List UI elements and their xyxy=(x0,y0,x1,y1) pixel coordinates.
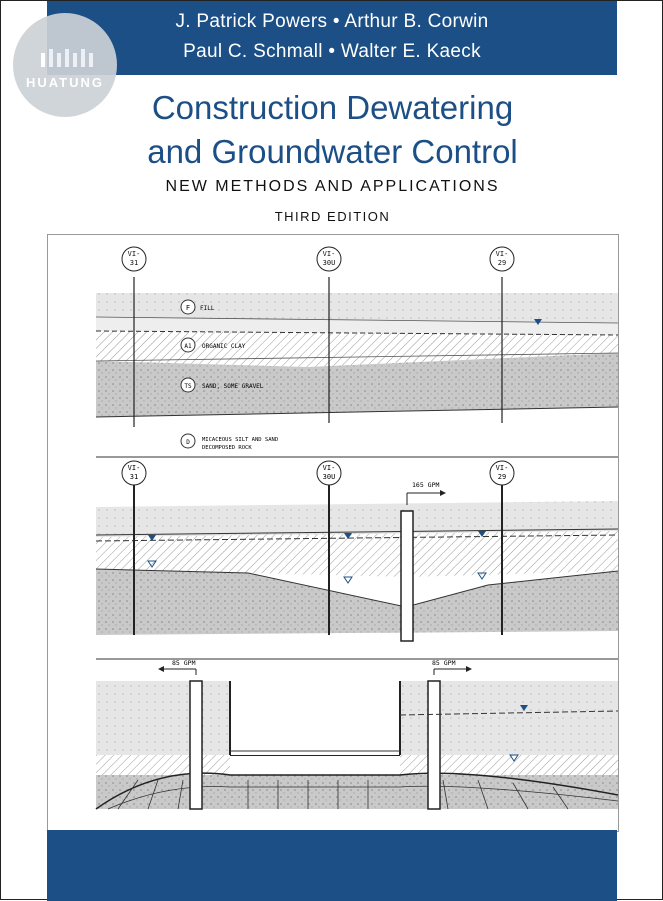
water-level-icon xyxy=(148,535,156,541)
well-marker-vi30u: VI- 30U xyxy=(316,246,342,272)
svg-text:VI-: VI- xyxy=(128,464,141,472)
watermark-logo: HUATUNG xyxy=(13,13,117,117)
layer-label-fill: FILL xyxy=(200,305,215,312)
title-line-2: and Groundwater Control xyxy=(147,133,518,170)
cover-illustration: VI- 31 VI- 30U VI- 29 F FILL xyxy=(47,234,619,832)
svg-text:30U: 30U xyxy=(323,473,336,481)
water-level-icon xyxy=(520,705,528,711)
pump-rate-left: 85 GPM xyxy=(172,659,196,667)
layer-label-clay: ORGANIC CLAY xyxy=(202,343,246,350)
layer-label-sand: SAND, SOME GRAVEL xyxy=(202,383,264,390)
edition: THIRD EDITION xyxy=(274,209,391,224)
svg-text:VI-: VI- xyxy=(496,250,509,258)
drawdown-level-icon xyxy=(147,560,157,568)
layer-tag-fill: F xyxy=(186,304,190,312)
pumping-well xyxy=(400,510,414,642)
well-marker-vi29: VI- 29 xyxy=(489,246,515,272)
svg-text:VI-: VI- xyxy=(323,250,336,258)
section-soil-profile: VI- 31 VI- 30U VI- 29 F FILL xyxy=(95,246,619,451)
pump-rate-right: 85 GPM xyxy=(432,659,456,667)
authors-line-2: Paul C. Schmall • Walter E. Kaeck xyxy=(183,41,481,62)
bottom-band xyxy=(47,830,617,901)
svg-text:VI-: VI- xyxy=(496,464,509,472)
well-label-vi31: VI- xyxy=(128,250,141,258)
svg-text:31: 31 xyxy=(130,259,138,267)
layer-label-rock-1: MICACEOUS SILT AND SAND xyxy=(202,437,278,443)
svg-text:29: 29 xyxy=(498,259,506,267)
layer-tag-rock: D xyxy=(186,439,190,446)
water-level-icon xyxy=(534,319,542,325)
svg-text:29: 29 xyxy=(498,473,506,481)
pumping-well-right xyxy=(427,680,441,810)
pump-rate-label: 165 GPM xyxy=(412,481,439,489)
svg-text:VI-: VI- xyxy=(323,464,336,472)
layer-tag-clay: A1 xyxy=(184,343,192,350)
title-line-1: Construction Dewatering xyxy=(151,89,514,126)
section-drawdown: 165 GPM VI- 31 VI- 30U VI- 29 xyxy=(95,460,619,642)
subtitle: NEW METHODS AND APPLICATIONS xyxy=(165,178,500,195)
pumping-well-left xyxy=(189,680,203,810)
well-marker-vi31: VI- 31 xyxy=(121,246,147,272)
layer-label-rock-2: DECOMPOSED ROCK xyxy=(202,445,252,451)
svg-text:31: 31 xyxy=(130,473,138,481)
layer-tag-sand: TS xyxy=(184,383,192,390)
author-band: J. Patrick Powers • Arthur B. Corwin Pau… xyxy=(47,1,617,75)
logo-bars-icon xyxy=(41,49,93,67)
authors-line-1: J. Patrick Powers • Arthur B. Corwin xyxy=(175,11,489,32)
cross-section-drawing: VI- 31 VI- 30U VI- 29 F FILL xyxy=(95,246,619,810)
svg-text:30U: 30U xyxy=(323,259,336,267)
watermark-text: HUATUNG xyxy=(25,75,105,90)
section-excavation: 85 GPM 85 GPM xyxy=(95,659,619,810)
drawdown-level-icon xyxy=(509,754,519,762)
